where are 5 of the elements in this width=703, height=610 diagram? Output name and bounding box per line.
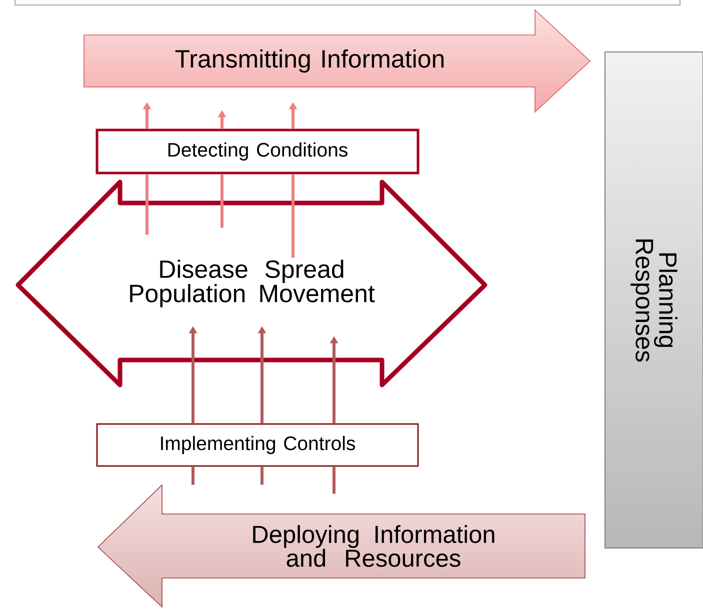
process-box: Implementing Controls bbox=[96, 423, 419, 467]
arrow-banner: Deploying Information and Resources bbox=[97, 484, 586, 608]
arrow-banner: Transmitting Information bbox=[84, 9, 591, 113]
side-panel: Planning Responses bbox=[604, 52, 703, 548]
process-box: Detecting Conditions bbox=[96, 128, 420, 174]
